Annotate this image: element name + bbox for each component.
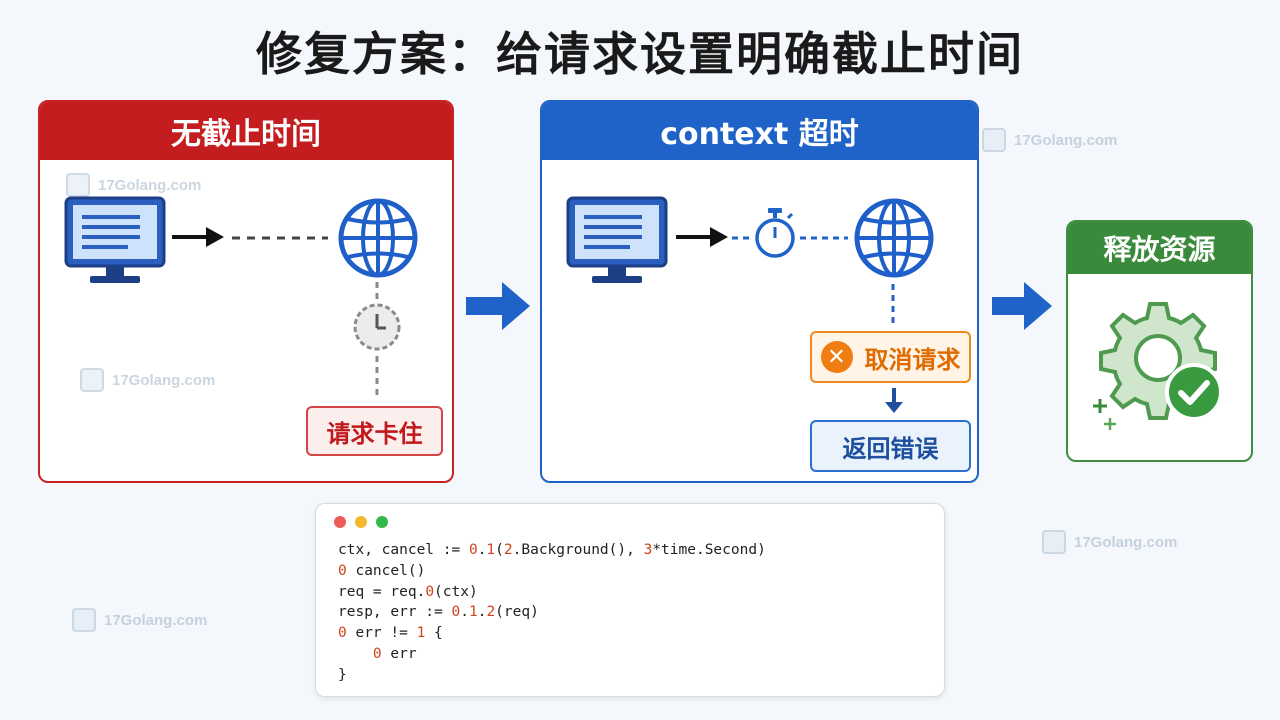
code-line: 0 err xyxy=(372,645,417,662)
watermark: 17Golang.com xyxy=(80,368,215,392)
globe-icon xyxy=(854,198,934,278)
code-line: ctx, cancel := 0.1(2.Background(), 3*tim… xyxy=(338,542,766,558)
check-icon xyxy=(1165,363,1223,421)
arrow-right-icon xyxy=(466,282,530,330)
page-title: 修复方案：给请求设置明确截止时间 xyxy=(256,27,1024,81)
context-timeout-header: context 超时 xyxy=(542,102,977,160)
monitor-icon xyxy=(64,196,166,283)
return-error-tag: 返回错误 xyxy=(810,420,971,472)
code-line: } xyxy=(338,666,347,683)
dashed-connector xyxy=(732,236,752,240)
no-deadline-panel: 无截止时间 17Golang.com 17Golang.com xyxy=(38,100,454,483)
code-line: 0 cancel() xyxy=(338,562,426,579)
no-deadline-header: 无截止时间 xyxy=(40,102,452,160)
request-stuck-tag: 请求卡住 xyxy=(306,406,443,456)
dashed-connector xyxy=(375,356,379,400)
code-line: resp, err := 0.1.2(req) xyxy=(338,604,539,621)
arrow-down-icon xyxy=(885,388,903,413)
monitor-icon xyxy=(566,196,668,283)
watermark-logo-icon xyxy=(72,608,96,632)
plus-icon xyxy=(1093,399,1116,430)
release-resources-panel: 释放资源 xyxy=(1066,220,1253,462)
context-timeout-panel: context 超时 ✕ 取消请求 xyxy=(540,100,979,483)
watermark-logo-icon xyxy=(66,173,90,197)
arrow-right-icon xyxy=(172,227,224,247)
code-lines: ctx, cancel := 0.1(2.Background(), 3*tim… xyxy=(338,540,766,686)
dot-green xyxy=(376,516,388,528)
dashed-connector xyxy=(375,282,379,302)
dot-red xyxy=(334,516,346,528)
clock-icon xyxy=(353,303,401,351)
arrow-right-icon xyxy=(992,282,1052,330)
dashed-connector xyxy=(800,236,848,240)
release-resources-header: 释放资源 xyxy=(1068,222,1251,274)
watermark: 17Golang.com xyxy=(1042,530,1177,554)
cancel-request-label: 取消请求 xyxy=(864,345,961,374)
watermark-logo-icon xyxy=(1042,530,1066,554)
watermark: 17Golang.com xyxy=(982,128,1117,152)
watermark: 17Golang.com xyxy=(66,173,201,197)
globe-icon xyxy=(338,198,418,278)
dashed-connector xyxy=(891,284,895,326)
watermark-logo-icon xyxy=(982,128,1006,152)
stopwatch-icon xyxy=(755,208,795,258)
close-icon: ✕ xyxy=(820,341,853,373)
code-line: req = req.0(ctx) xyxy=(338,583,478,600)
cancel-request-tag: ✕ 取消请求 xyxy=(810,331,971,383)
watermark: 17Golang.com xyxy=(72,608,207,632)
code-snippet: ctx, cancel := 0.1(2.Background(), 3*tim… xyxy=(315,503,945,697)
dashed-connector xyxy=(232,236,328,240)
dot-yellow xyxy=(355,516,367,528)
arrow-right-icon xyxy=(676,227,728,247)
code-line: 0 err != 1 { xyxy=(338,625,443,642)
window-controls xyxy=(334,516,388,528)
watermark-logo-icon xyxy=(80,368,104,392)
